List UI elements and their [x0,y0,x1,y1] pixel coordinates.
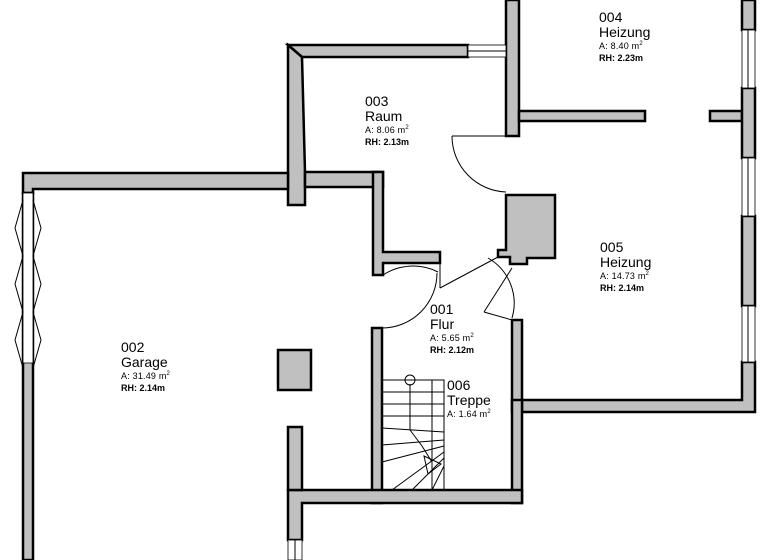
room-005-label: 005 Heizung A: 14.73 m2 RH: 2.14m [600,240,651,293]
stair-step [381,445,445,463]
door-005-leaf2 [483,311,513,321]
wall-stair-left [370,326,384,505]
room-height: RH: 2.12m [430,344,475,355]
garage-door-leaves [14,199,24,369]
shaft-block [496,193,557,266]
room-area: A: 14.73 m2 [600,271,650,282]
room-name: Heizung [599,23,651,40]
garage-column [276,348,313,392]
room-002-label: 002 Garage A: 31.49 m2 RH: 2.14m [121,340,170,393]
wall-004-bottom-right [708,109,744,123]
garage-door-frame [22,192,34,364]
room-name: Garage [121,353,168,370]
room-height: RH: 2.14m [600,282,645,293]
stair-step [431,465,445,491]
wall-004-bottom [517,109,647,123]
wall-005-bottom [517,360,757,414]
wall-flur-right [510,318,524,414]
door-flur-leaf2 [439,256,499,289]
stair-arrow-icon [423,455,442,475]
door-garage-arc2 [381,272,438,329]
room-number: 002 [121,339,145,355]
room-number: 004 [599,9,623,25]
room-area: A: 8.40 m2 [599,41,643,52]
door-005-leaf [483,267,513,313]
wall-006-right [510,398,524,505]
windows [287,29,756,560]
wall-garage-flur [371,170,442,277]
room-006-label: 006 Treppe A: 1.64 m2 [447,378,491,420]
wall-garage-top [21,171,290,195]
room-name: Raum [365,107,403,124]
room-height: RH: 2.14m [121,382,166,393]
room-height: RH: 2.13m [365,136,410,147]
wall-right-lower [740,214,757,308]
stair-outline [381,379,445,491]
doors [381,135,515,329]
room-003-label: 003 Raum A: 8.06 m2 RH: 2.13m [365,94,409,147]
room-number: 005 [600,239,624,255]
room-001-label: 001 Flur A: 5.65 m2 RH: 2.12m [430,302,474,355]
wall-stair-bottom [286,488,524,542]
door-garage-arc [382,265,439,276]
room-area: A: 8.06 m2 [365,125,409,136]
staircase [381,374,445,491]
stair-start-marker [404,374,416,386]
wall-garage-inner [286,425,304,492]
wall-right-mid [740,86,757,160]
room-name: Treppe [447,391,491,408]
wall-003-left [286,42,307,207]
room-number: 001 [430,301,454,317]
room-number: 006 [447,377,471,393]
room-number: 003 [365,93,389,109]
room-height: RH: 2.23m [599,52,644,63]
wall-003-bottom [303,170,385,189]
stair-step [381,427,445,433]
stair-walkline-2 [409,429,433,463]
door-005-arc [487,257,515,319]
room-area: A: 31.49 m2 [121,371,171,382]
door-003-arc [451,135,507,193]
garage-door [14,192,42,369]
room-name: Flur [430,315,455,332]
wall-right-top [740,0,757,32]
room-004-label: 004 Heizung A: 8.40 m2 RH: 2.23m [599,10,650,63]
stair-step [381,439,445,446]
wall-003-004 [504,0,521,138]
stair-step [391,451,445,491]
room-area: A: 1.64 m2 [447,409,491,420]
wall-003-top [284,43,470,59]
room-name: Heizung [600,253,652,270]
garage-door-leaves-2 [32,199,42,369]
room-area: A: 5.65 m2 [430,333,474,344]
